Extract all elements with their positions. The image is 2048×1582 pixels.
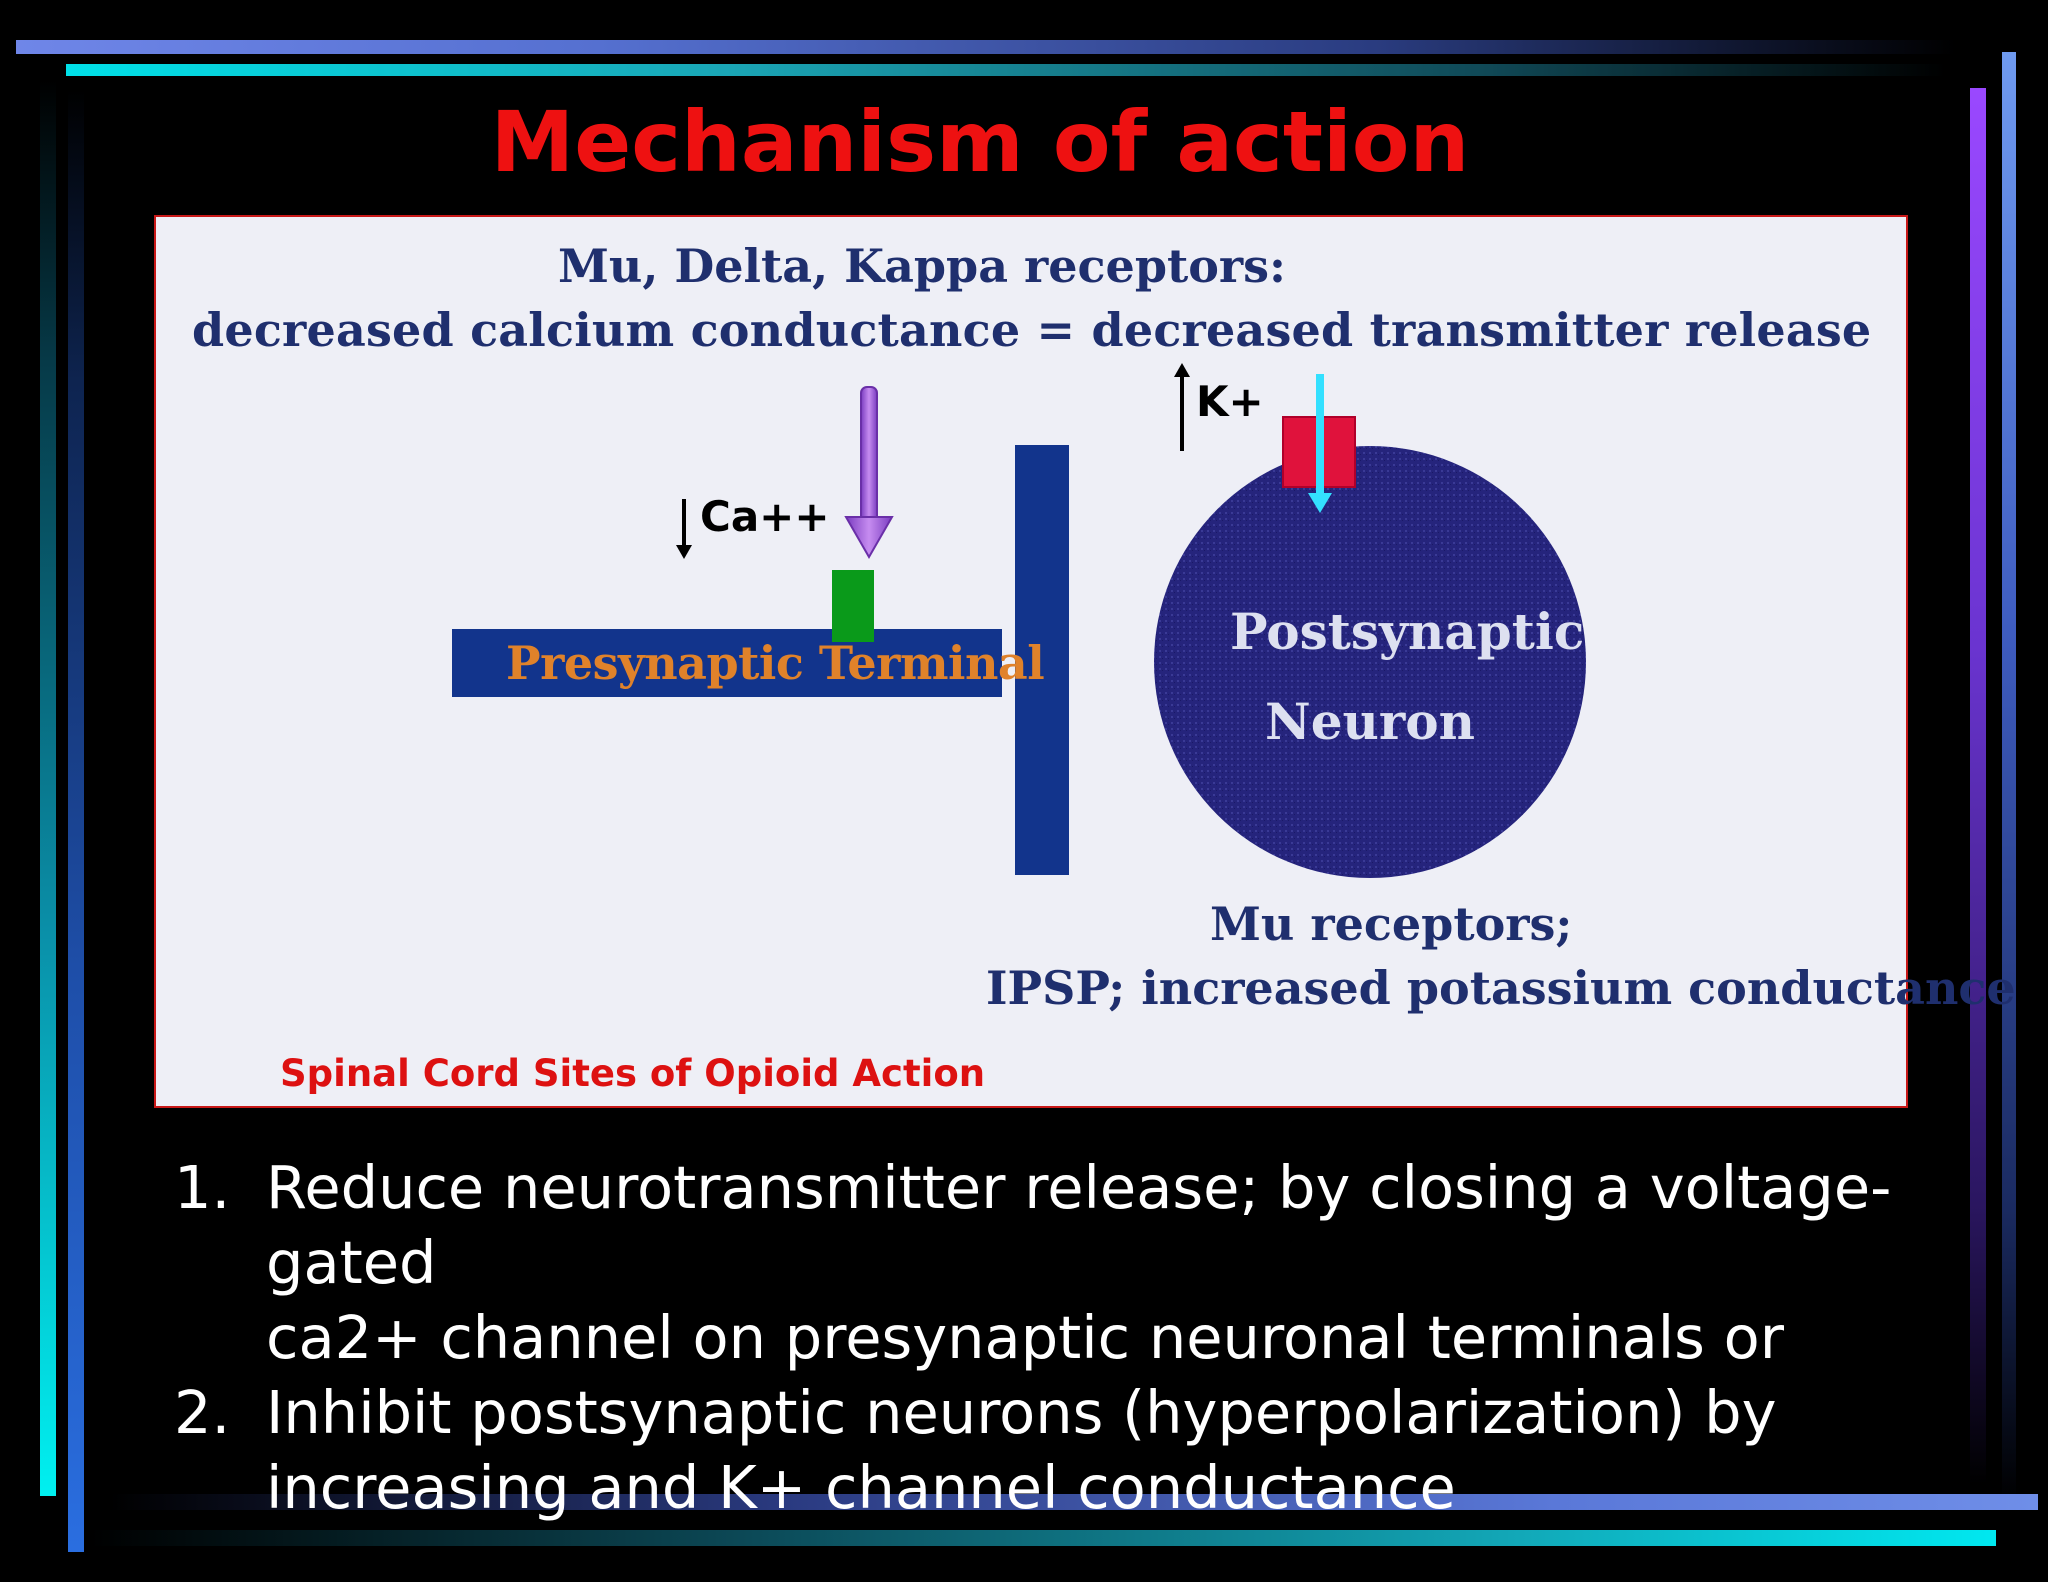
frame-bar-top-inner	[66, 64, 1946, 76]
opioid-down-arrow-icon	[844, 386, 894, 560]
frame-bar-right-outer	[2002, 52, 2016, 1500]
frame-bar-left-outer	[40, 80, 56, 1496]
presynaptic-label: Presynaptic Terminal	[506, 636, 1045, 690]
bottom-caption-line2: IPSP; increased potassium conductance	[986, 961, 2016, 1015]
top-caption-line1: Mu, Delta, Kappa receptors:	[558, 239, 1287, 293]
frame-bar-bottom-outer	[110, 1494, 2038, 1510]
frame-bar-left-inner	[68, 90, 84, 1552]
bottom-caption-line1: Mu receptors;	[1210, 897, 1573, 951]
diagram-panel: Mu, Delta, Kappa receptors: decreased ca…	[154, 215, 2016, 1108]
list-item-number: 1.	[174, 1153, 231, 1222]
slide-title: Mechanism of action	[490, 93, 1470, 191]
top-caption-line2: decreased calcium conductance = decrease…	[192, 303, 1872, 357]
list-item-line: Inhibit postsynaptic neurons (hyperpolar…	[266, 1378, 1777, 1447]
list-item-line: ca2+ channel on presynaptic neuronal ter…	[266, 1303, 1785, 1372]
postsynaptic-neuron	[1154, 446, 1586, 878]
list-item-line: increasing and K+ channel conductance	[266, 1453, 1456, 1522]
presynaptic-terminal-bar	[452, 629, 1002, 697]
list-item: 2. Inhibit postsynaptic neurons (hyperpo…	[174, 1375, 1974, 1525]
calcium-channel	[832, 570, 874, 642]
frame-bar-top-outer	[16, 40, 1956, 54]
potassium-cyan-arrow-icon	[1308, 374, 1332, 513]
list-item-line: Reduce neurotransmitter release; by clos…	[266, 1153, 1892, 1297]
list-item-number: 2.	[174, 1378, 231, 1447]
calcium-label: Ca++	[700, 492, 830, 541]
potassium-label: K+	[1196, 377, 1264, 426]
potassium-up-arrow-icon	[1174, 363, 1190, 451]
mechanism-list: 1. Reduce neurotransmitter release; by c…	[174, 1150, 1974, 1525]
postsynaptic-label-line2: Neuron	[1265, 692, 1475, 751]
list-item: 1. Reduce neurotransmitter release; by c…	[174, 1150, 1974, 1375]
presynaptic-membrane	[1015, 445, 1069, 875]
source-label: Spinal Cord Sites of Opioid Action	[280, 1052, 986, 1095]
frame-bar-right-inner	[1970, 88, 1986, 1484]
postsynaptic-label-line1: Postsynaptic	[1230, 602, 1585, 661]
frame-bar-bottom-inner	[90, 1530, 1996, 1546]
synapse-drawing	[452, 363, 1586, 878]
calcium-down-arrow-icon	[676, 499, 692, 559]
